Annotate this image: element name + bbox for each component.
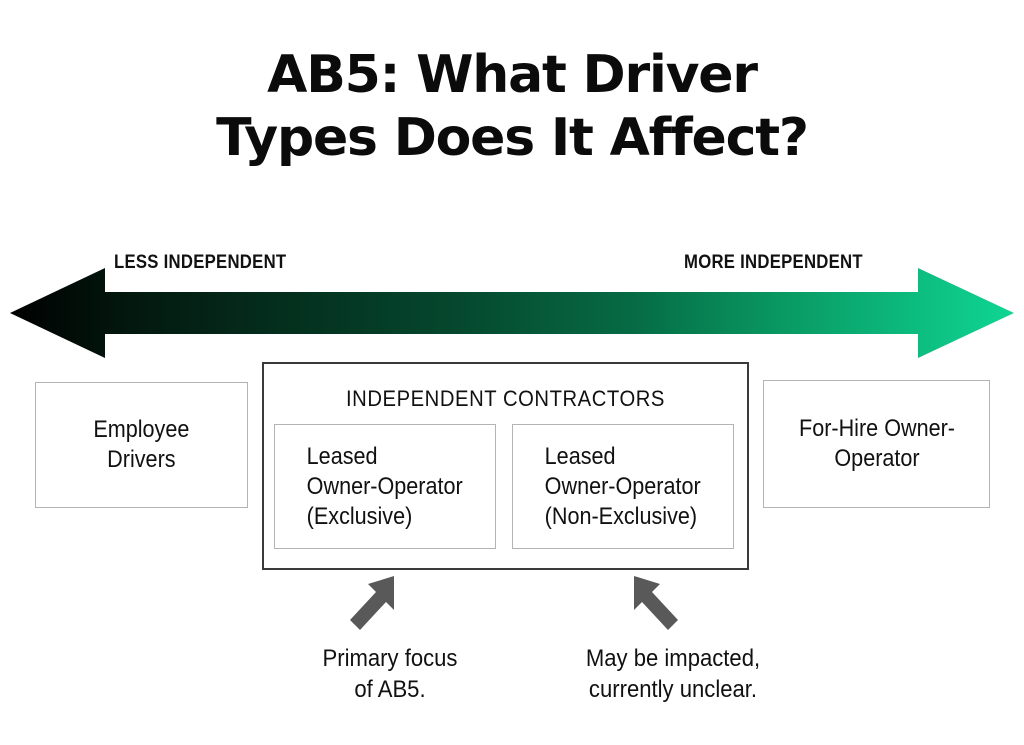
page-title: AB5: What Driver Types Does It Affect?: [0, 44, 1024, 170]
box-for-hire-owner-operator-label: For-Hire Owner- Operator: [798, 415, 955, 472]
spectrum-arrow-svg: [10, 268, 1014, 358]
page-title-line-1: AB5: What Driver: [267, 45, 758, 105]
arrow-up-right-shape: [350, 576, 394, 630]
axis-label-more-independent: MORE INDEPENDENT: [684, 252, 863, 273]
arrow-up-left-shape: [634, 576, 678, 630]
annotation-arrow-up-left-icon: [624, 572, 680, 639]
box-employee-drivers-label: Employee Drivers: [93, 416, 190, 473]
annotation-may-be-impacted-text: May be impacted, currently unclear.: [585, 645, 761, 703]
box-leased-owner-operator-exclusive[interactable]: Leased Owner-Operator (Exclusive): [274, 424, 496, 549]
group-independent-contractors[interactable]: INDEPENDENT CONTRACTORS Leased Owner-Ope…: [262, 362, 749, 570]
group-independent-contractors-header: INDEPENDENT CONTRACTORS: [346, 386, 665, 411]
spectrum-arrow-shape: [10, 268, 1014, 358]
annotation-primary-focus-text: Primary focus of AB5.: [322, 645, 458, 703]
box-leased-owner-operator-non-exclusive[interactable]: Leased Owner-Operator (Non-Exclusive): [512, 424, 734, 549]
independence-spectrum-arrow: [0, 265, 1024, 365]
page-title-line-2: Types Does It Affect?: [216, 108, 809, 168]
box-leased-owner-operator-non-exclusive-label: Leased Owner-Operator (Non-Exclusive): [544, 442, 702, 530]
annotation-arrow-up-right-icon: [348, 572, 404, 639]
axis-label-less-independent: LESS INDEPENDENT: [114, 252, 287, 273]
box-leased-owner-operator-exclusive-label: Leased Owner-Operator (Exclusive): [306, 442, 464, 530]
box-for-hire-owner-operator[interactable]: For-Hire Owner- Operator: [763, 380, 990, 508]
box-employee-drivers[interactable]: Employee Drivers: [35, 382, 248, 508]
